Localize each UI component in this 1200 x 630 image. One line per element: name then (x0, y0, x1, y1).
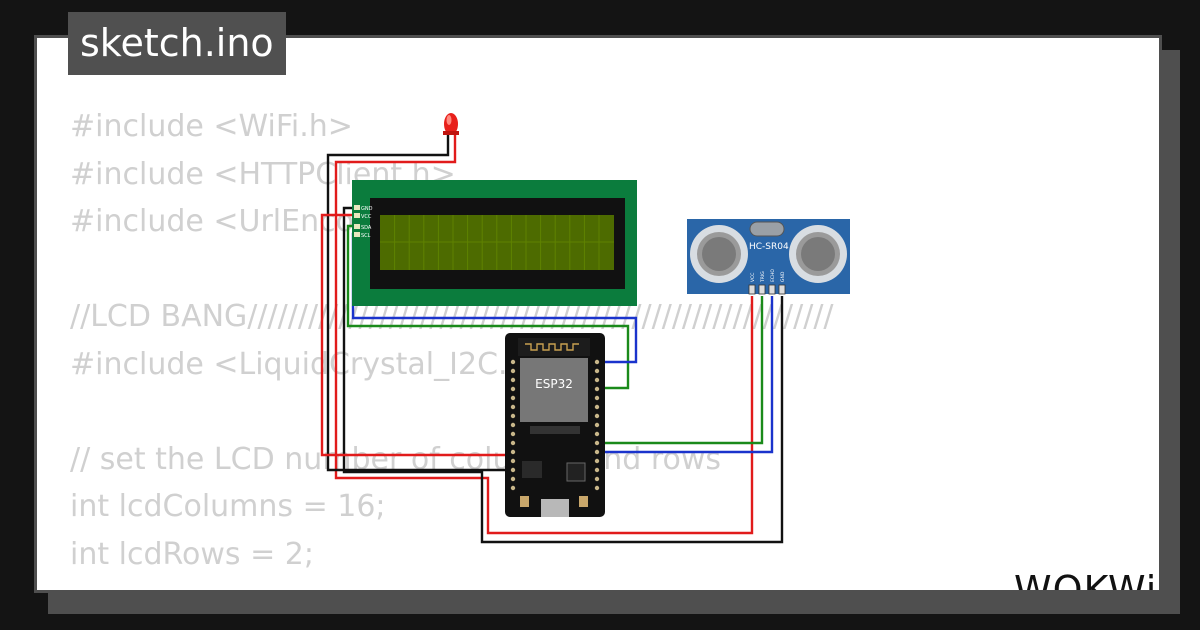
wokwi-logo-text: WOKWi (1014, 568, 1157, 593)
wokwi-logo: WOKWi (1012, 565, 1159, 593)
preview-card: #include <WiFi.h> #include <HTTPClient.h… (34, 35, 1162, 593)
wire-echo (600, 296, 774, 454)
wire-trig (600, 296, 764, 445)
lcd-pin-sda: SDA (361, 225, 372, 231)
code-editor: #include <WiFi.h> #include <HTTPClient.h… (70, 103, 834, 578)
lcd-pin-gnd: GND (361, 206, 373, 212)
esp32-board[interactable]: ESP32 (505, 333, 605, 517)
esp32-label: ESP32 (535, 377, 573, 391)
lcd-pin-scl: SCL (361, 233, 371, 239)
file-title: sketch.ino (68, 12, 286, 75)
sensor-pin-gnd: GND (780, 271, 786, 282)
ultrasonic-sensor[interactable]: HC-SR04 VCC TRIG ECHO GND (687, 219, 850, 295)
code-line: #include <LiquidCrystal_I2C.h> (70, 346, 552, 382)
wire-lcd-vcc (320, 213, 515, 457)
wire-lcd-gnd (342, 206, 784, 544)
wire-led-black (326, 135, 515, 472)
code-line: int lcdRows = 2; (70, 536, 314, 572)
wires (320, 135, 784, 544)
sensor-label: HC-SR04 (749, 242, 789, 252)
red-led[interactable] (443, 113, 459, 135)
code-line: int lcdColumns = 16; (70, 489, 386, 524)
sensor-pin-trig: TRIG (760, 271, 766, 283)
lcd-pin-vcc: VCC (361, 214, 372, 220)
lcd-display[interactable]: GND VCC SDA SCL (352, 180, 637, 306)
sensor-pin-vcc: VCC (750, 273, 756, 282)
circuit-diagram: GND VCC SDA SCL HC-SR04 VCC TRIG ECHO GN… (320, 113, 850, 544)
wire-lcd-sda (346, 224, 630, 390)
code-line: #include <WiFi.h> (70, 109, 353, 144)
wire-led-red (334, 135, 754, 535)
sensor-pin-echo: ECHO (770, 269, 776, 282)
